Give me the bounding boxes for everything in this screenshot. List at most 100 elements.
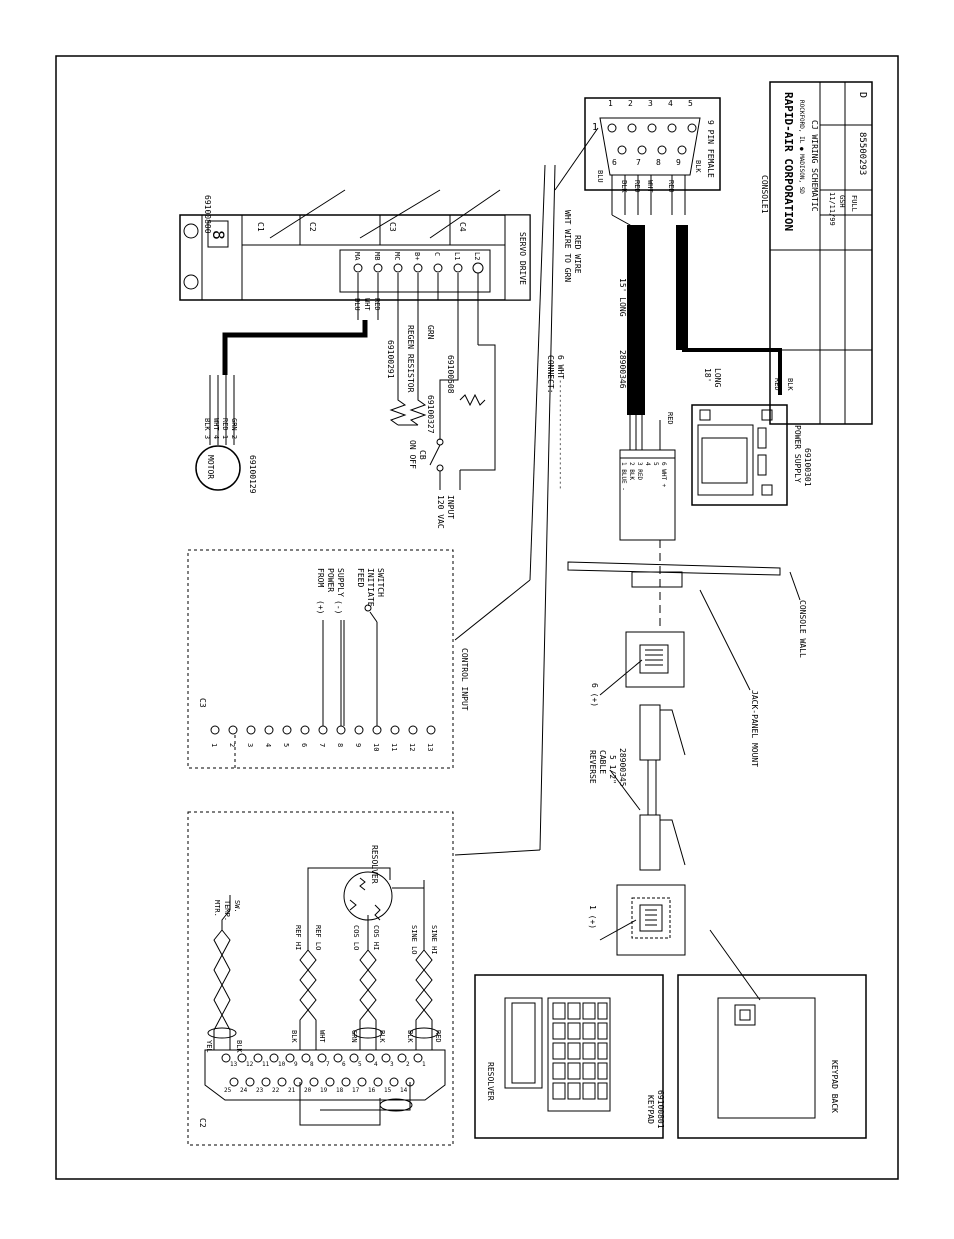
c3-plus: (+) [316,600,325,614]
c2-signals: REF HI REF LO COS LO COS HI SINE LO SINE… [294,925,438,955]
temp-sw-2: TEMP. [223,900,231,921]
c2-pin-23: 23 [256,1087,264,1094]
c2-pin-5: 5 [358,1061,362,1068]
resolver-box-label: RESOLVER [486,1062,495,1101]
c3-pins: 1 2 3 4 5 6 7 8 9 10 11 12 13 [210,725,436,751]
c2-pin-8: 8 [310,1061,314,1068]
signal-sine-hi: SINE HI [430,925,438,955]
c3-pin-5: 5 [282,743,290,747]
c2-wire-blk4: BLK [406,1030,414,1043]
strip-2: 2 BLK [628,462,635,480]
c2-pin-20: 20 [304,1087,312,1094]
motor-label: MOTOR [206,455,215,479]
c3-pin-6: 6 [300,743,308,747]
strip-6: 6 WHT + [660,462,667,488]
keypad-part: 69100801 [656,1090,665,1129]
terminal-c: C [433,252,441,256]
cable-15-label: 15' LONG [618,278,627,317]
console-wall-label: CONSOLE WALL [798,600,807,658]
c3-pin-13: 13 [426,743,434,751]
servo-terminal-strip: MA MB MC B+ C L1 L2 [353,252,484,274]
dsub-pin-9: 9 [676,158,681,167]
terminal-mb: MB [373,252,381,260]
keypad-back: KEYPAD BACK [677,974,867,1139]
signal-cos-lo: COS LO [352,925,360,950]
dsub-connector: 1 2 3 4 5 6 7 8 9 9 PIN FEMALE 1 [554,97,721,191]
reverse-cable-3: 5 1/2" [608,755,617,784]
motor-wire-2: WHT 4 [212,418,220,439]
strip-3: 3 RED [636,462,643,480]
power-supply-part: 69100301 [803,448,812,487]
c2-pin-4: 4 [374,1061,378,1068]
c2-title: C2 [198,1118,207,1128]
c2-pin-15: 15 [384,1087,392,1094]
input-label-2: INPUT [446,495,455,519]
c2-pin-17: 17 [352,1087,360,1094]
c3-initiate: INITIATE [366,568,375,607]
dsub-label: 9 PIN FEMALE [706,120,715,178]
keypad: KEYPAD 69100801 RESOLVER [474,974,665,1139]
servo-slot-c3: C3 [388,222,397,232]
c3-pin-8: 8 [336,743,344,747]
servo-wire-blu: BLU [353,298,361,311]
c3-title: C3 [198,698,207,708]
c2-wire-colors: YEL BLK BLK WHT GRN BLK BLK RED [205,1030,442,1053]
drawing-date: 11/11/99 [828,192,836,226]
c2-wire-red: RED [434,1030,442,1043]
dsub-pin-5: 5 [688,99,693,108]
c3-from: FROM [316,568,325,587]
dsub-pin-7: 7 [636,158,641,167]
c2-wire-yel: YEL [205,1040,213,1053]
c2-pin-11: 11 [262,1061,270,1068]
strip-5: 5 [652,462,659,466]
cable-15-part: 28900346 [618,350,627,389]
c2-wire-blk3: BLK [378,1030,386,1043]
signal-ref-hi: REF HI [294,925,302,950]
signal-cos-hi: COS HI [372,925,380,950]
terminal-ma: MA [353,252,361,261]
servo-wire-wht: WHT [363,298,371,311]
reverse-cable: REVERSE CABLE 5 1/2" 28900345 [588,704,686,871]
dsub-wire-blk2: BLK [694,160,702,173]
motor: MOTOR 69100129 BLK 3 WHT 4 RED 1 GRN 2 [195,375,257,494]
blk-label: BLK [786,378,794,391]
terminal-bplus: B+ [413,252,421,260]
c2-pin-16: 16 [368,1087,376,1094]
grn-label: GRN [426,325,435,340]
temp-sw-1: MTR. [213,900,221,917]
c3-pin-7: 7 [318,743,326,747]
keypad-back-label: KEYPAD BACK [830,1060,839,1113]
resolver-label: RESOLVER [370,845,379,884]
filter-part: 69100508 [446,355,455,394]
dsub-wire-red: RED [633,180,641,193]
c3-pin-10: 10 [372,743,380,751]
c2-wire-grn: GRN [350,1030,358,1043]
c3-pin-1: 1 [210,743,218,747]
reverse-cable-1: REVERSE [588,750,597,784]
c3-pin-12: 12 [408,743,416,751]
motor-wire-4: GRN 2 [230,418,238,439]
c3-switch: SWITCH [376,568,385,597]
page-border [55,55,899,1180]
drawing-rev: D [857,92,868,98]
c2-pin-14: 14 [400,1087,408,1094]
c3-pin-3: 3 [246,743,254,747]
cable-15-sheath [627,225,645,415]
cable-18-label-1: 18' [703,368,712,382]
svg-text:8: 8 [209,230,228,240]
strip-1: 1 BLUE - [620,462,627,491]
c2-pin-13: 13 [230,1061,238,1068]
c3-power: POWER [326,568,335,592]
c3-pin-9: 9 [354,743,362,747]
reverse-cable-4: 28900345 [618,748,627,787]
reverse-cable-2: CABLE [598,750,607,774]
red-label: RED [773,378,781,391]
regen-part: 69100291 [386,340,395,379]
temp-sw-3: SW. [233,900,241,913]
c2-pin-1: 1 [422,1061,426,1068]
c3-feed: FEED [356,568,365,587]
c3-minus: (-) [334,600,343,614]
signal-ref-lo: REF LO [314,925,322,950]
strip-4: 4 [644,462,651,466]
